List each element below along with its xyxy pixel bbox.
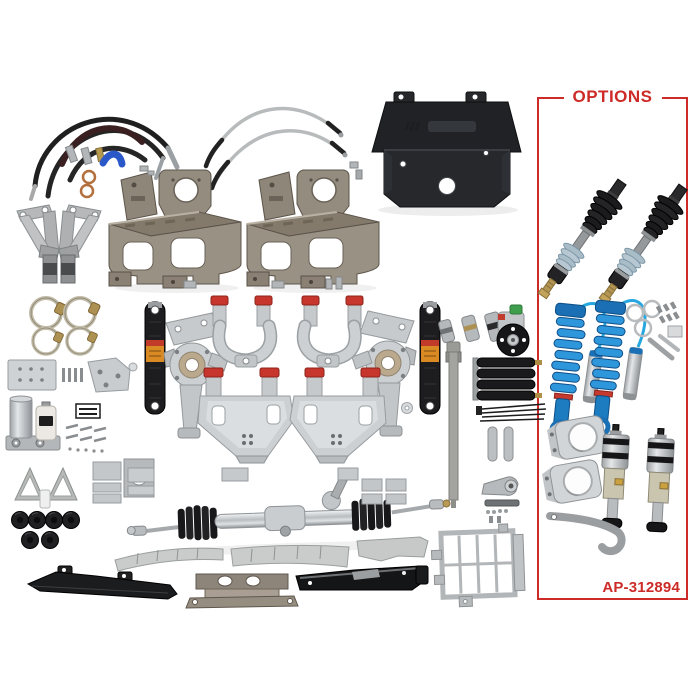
skid-plate-logo <box>404 121 476 132</box>
steering-knuckle-right <box>351 310 417 437</box>
cooler-guard-grid <box>430 523 526 608</box>
limit-strap-left <box>144 301 166 415</box>
lower-control-arm-left <box>197 367 295 464</box>
shim-plates <box>92 458 155 504</box>
spacer-sleeves <box>487 426 514 462</box>
shock-hoop-braces <box>16 204 102 284</box>
bottom-black-bracket <box>26 565 178 600</box>
steering-shaft <box>445 341 462 508</box>
braided-brake-lines <box>203 106 348 191</box>
engine-crossmember-right <box>246 169 380 294</box>
lower-control-arm-right <box>289 367 387 464</box>
steering-stop-arm <box>481 476 520 523</box>
zip-ties <box>476 403 547 422</box>
frame-plates <box>127 467 407 505</box>
upper-control-arm-right <box>302 296 363 367</box>
u-joint-couplers <box>438 311 505 344</box>
copper-o-rings <box>79 169 97 199</box>
steering-rack <box>126 476 451 555</box>
frame-rail-section <box>295 565 429 591</box>
steering-knuckle-left <box>163 312 229 439</box>
wing-skid-plates <box>114 536 429 572</box>
fluid-cooler <box>472 357 542 401</box>
plastic-clip <box>39 489 51 509</box>
limit-strap-right <box>419 301 441 415</box>
blue-elbow-fitting <box>99 150 126 168</box>
l-bracket <box>87 357 131 393</box>
mounting-plate <box>7 359 57 391</box>
hose-clamps <box>29 296 103 356</box>
gusset-plates <box>14 466 78 509</box>
power-steering-hose-kit <box>29 116 180 201</box>
engine-crossmember-left <box>108 169 242 294</box>
skid-plate <box>371 91 522 216</box>
rubber-bushings <box>11 511 80 549</box>
logo-badge <box>75 403 101 419</box>
stud-hardware <box>65 423 107 453</box>
misc-hardware-top <box>128 161 413 414</box>
catch-can-filter-assembly <box>5 395 61 451</box>
upper-control-arm-left <box>211 296 272 367</box>
bolt-set <box>62 368 83 382</box>
power-steering-pump <box>496 304 530 357</box>
hose-fittings <box>64 144 126 168</box>
frame-crossmember <box>185 573 299 609</box>
options-box-title: OPTIONS <box>563 87 662 107</box>
options-box: OPTIONS AP-312894 <box>537 87 688 600</box>
part-number: AP-312894 <box>602 579 680 596</box>
